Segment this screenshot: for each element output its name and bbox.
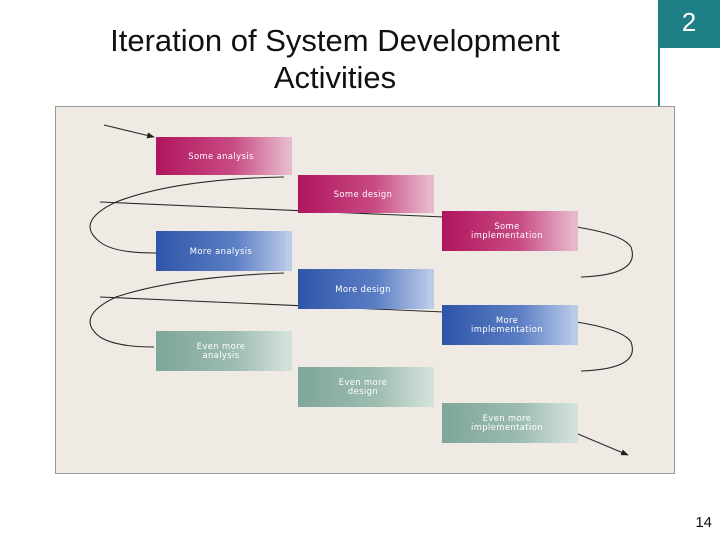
entry-arrow	[103, 124, 155, 139]
slide-title: Iteration of System Development Activiti…	[40, 22, 630, 96]
slide-title-line-1: Iteration of System Development	[110, 23, 560, 58]
page-number: 14	[695, 514, 712, 531]
stage-even-more-design: Even more design	[298, 367, 434, 407]
stage-label: Even more analysis	[196, 341, 246, 360]
flow-line-1	[89, 176, 285, 254]
stage-label: Some analysis	[188, 150, 254, 161]
accent-strip	[658, 48, 660, 110]
stage-some-design: Some design	[298, 175, 434, 213]
stage-more-analysis: More analysis	[156, 231, 292, 271]
stage-label: More design	[335, 283, 391, 294]
stage-label: Some implementation	[471, 221, 543, 240]
stage-even-more-implementation: Even more implementation	[442, 403, 578, 443]
stage-label: More implementation	[471, 315, 543, 334]
stage-label: Even more implementation	[471, 413, 543, 432]
stage-label: More analysis	[189, 245, 253, 256]
stage-even-more-analysis: Even more analysis	[156, 331, 292, 371]
stage-some-implementation: Some implementation	[442, 211, 578, 251]
flow-line-2b	[89, 272, 285, 348]
slide-title-line-2: Activities	[273, 60, 397, 95]
stage-more-design: More design	[298, 269, 434, 309]
stage-label: Some design	[333, 188, 393, 199]
stage-more-implementation: More implementation	[442, 305, 578, 345]
stage-label: Even more design	[338, 377, 388, 396]
stage-some-analysis: Some analysis	[156, 137, 292, 175]
chapter-badge: 2	[658, 0, 720, 48]
iteration-diagram: Some analysis Some design Some implement…	[55, 106, 675, 474]
